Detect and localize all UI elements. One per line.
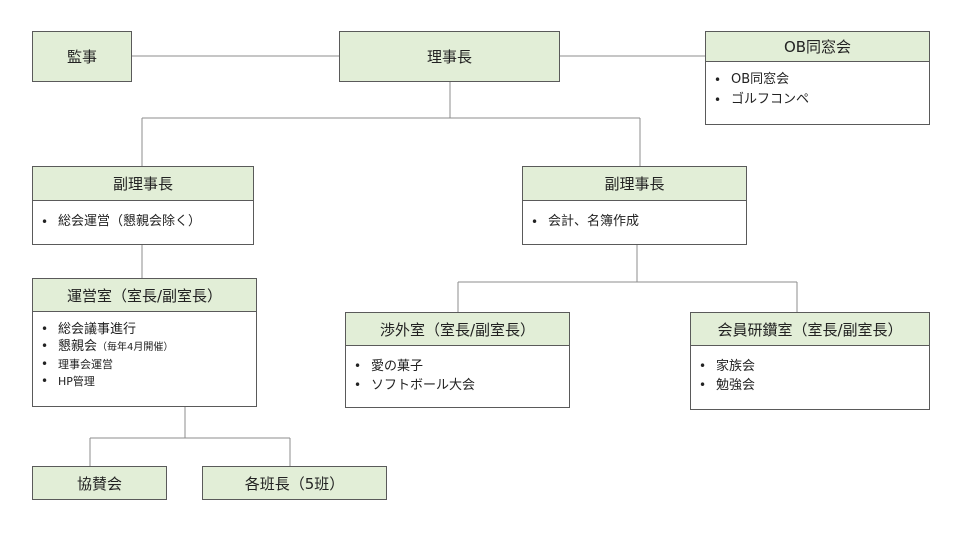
shogaishitsu-item: 愛の菓子 (346, 357, 569, 376)
uneishitsu-item: HP管理 (33, 373, 256, 390)
ob-title: OB同窓会 (783, 38, 852, 56)
uneishitsu-item: 懇親会（毎年4月開催） (33, 338, 256, 356)
fuku-left-item: 総会運営（懇親会除く） (33, 212, 253, 232)
kenshushitsu-header: 会員研鑽室（室長/副室長） (691, 313, 929, 346)
rijicho-title: 理事長 (426, 48, 472, 66)
kenshushitsu-title: 会員研鑽室（室長/副室長） (717, 320, 903, 339)
kenshushitsu-item-list: 家族会 勉強会 (691, 346, 929, 395)
konshinkai-label: 懇親会 (58, 339, 98, 354)
fuku-right-header: 副理事長 (523, 167, 746, 201)
uneishitsu-header: 運営室（室長/副室長） (33, 279, 256, 312)
kenshushitsu-item: 勉強会 (691, 376, 929, 395)
fuku-left-header: 副理事長 (33, 167, 253, 201)
shogaishitsu-title: 渉外室（室長/副室長） (379, 320, 536, 339)
shogaishitsu-box: 渉外室（室長/副室長） 愛の菓子 ソフトボール大会 (345, 312, 570, 408)
rijicho-box: 理事長 (339, 31, 560, 82)
ob-item: ゴルフコンペ (706, 90, 929, 110)
hanchou-title: 各班長（5班） (244, 474, 345, 493)
fuku-left-box: 副理事長 総会運営（懇親会除く） (32, 166, 254, 245)
kenshushitsu-box: 会員研鑽室（室長/副室長） 家族会 勉強会 (690, 312, 930, 410)
kanji-box: 監事 (32, 31, 132, 82)
kenshushitsu-item: 家族会 (691, 357, 929, 376)
fuku-left-title: 副理事長 (112, 175, 173, 193)
fuku-right-item-list: 会計、名簿作成 (523, 201, 746, 232)
kyosankai-title: 協賛会 (76, 474, 122, 493)
uneishitsu-title: 運営室（室長/副室長） (66, 286, 223, 305)
ob-item: OB同窓会 (706, 70, 929, 90)
uneishitsu-item: 総会議事進行 (33, 321, 256, 338)
fuku-right-box: 副理事長 会計、名簿作成 (522, 166, 747, 245)
hanchou-box: 各班長（5班） (202, 466, 387, 500)
shogaishitsu-item-list: 愛の菓子 ソフトボール大会 (346, 346, 569, 395)
uneishitsu-item-list: 総会議事進行 懇親会（毎年4月開催） 理事会運営 HP管理 (33, 312, 256, 390)
fuku-right-item: 会計、名簿作成 (523, 212, 746, 232)
ob-header: OB同窓会 (706, 32, 929, 62)
konshinkai-note: （毎年4月開催） (97, 342, 174, 353)
fuku-right-title: 副理事長 (604, 175, 665, 193)
shogaishitsu-item: ソフトボール大会 (346, 376, 569, 395)
shogaishitsu-header: 渉外室（室長/副室長） (346, 313, 569, 346)
kyosankai-box: 協賛会 (32, 466, 167, 500)
uneishitsu-item: 理事会運営 (33, 356, 256, 373)
ob-box: OB同窓会 OB同窓会 ゴルフコンペ (705, 31, 930, 125)
uneishitsu-box: 運営室（室長/副室長） 総会議事進行 懇親会（毎年4月開催） 理事会運営 HP管… (32, 278, 257, 407)
fuku-left-item-list: 総会運営（懇親会除く） (33, 201, 253, 232)
ob-item-list: OB同窓会 ゴルフコンペ (706, 62, 929, 110)
kanji-title: 監事 (66, 48, 97, 66)
